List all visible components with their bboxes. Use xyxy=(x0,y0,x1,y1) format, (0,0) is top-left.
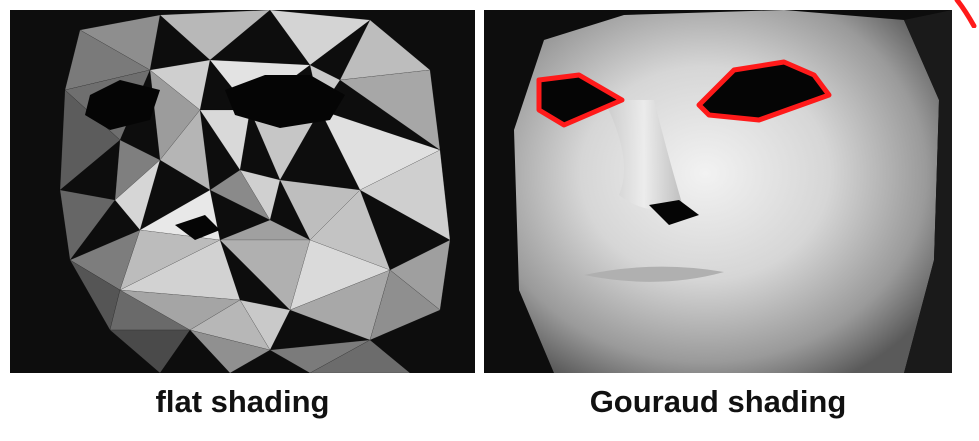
flat-shading-image xyxy=(10,10,475,373)
right-eye-socket xyxy=(225,75,345,128)
gouraud-shaded-face xyxy=(484,10,952,373)
nostril xyxy=(175,215,220,240)
flat-shading-caption: flat shading xyxy=(155,384,330,419)
right-eye-highlight-outline xyxy=(696,59,832,123)
left-eye-socket xyxy=(85,80,160,130)
flat-shaded-face xyxy=(10,10,475,373)
nostril xyxy=(649,200,699,225)
gouraud-shading-caption: Gouraud shading xyxy=(589,384,847,419)
left-eye xyxy=(539,75,622,125)
face-surface xyxy=(514,10,939,373)
corner-arrow-fragment xyxy=(954,0,977,28)
gouraud-shading-image xyxy=(484,10,952,373)
left-eye-highlight-outline xyxy=(536,72,625,128)
